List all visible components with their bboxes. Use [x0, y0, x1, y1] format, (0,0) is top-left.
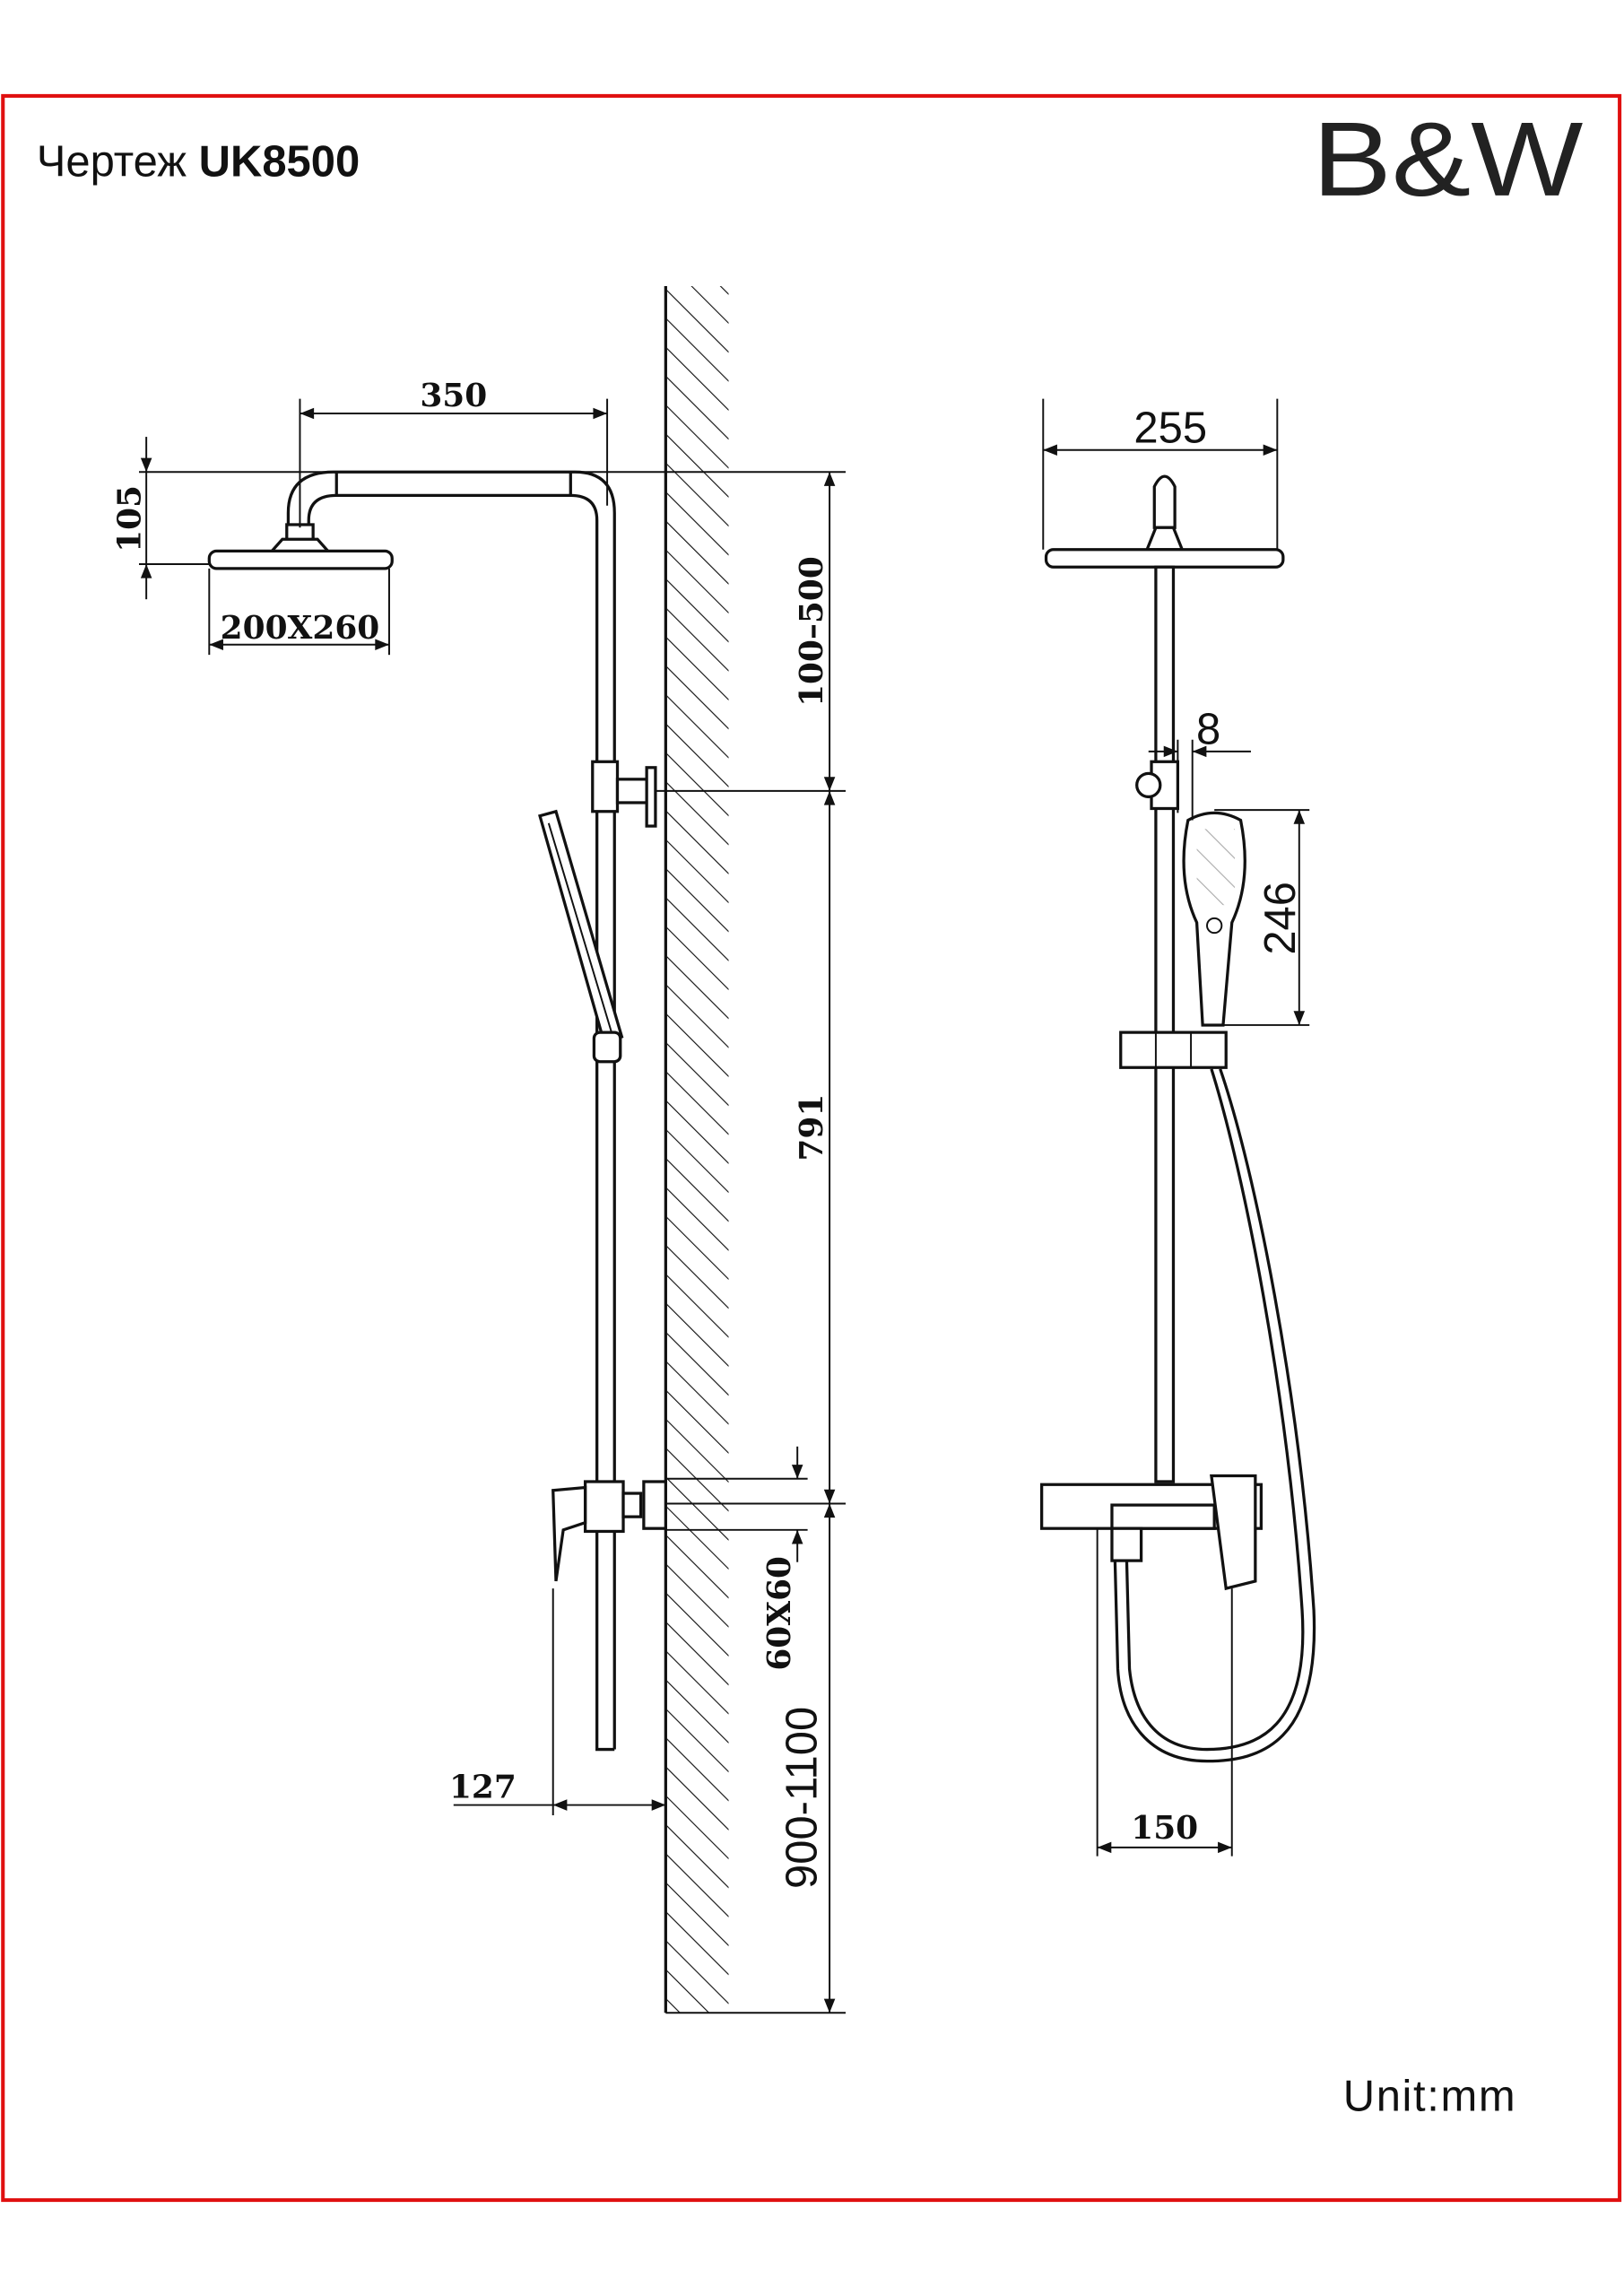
thermostatic-mixer — [551, 1480, 667, 1582]
front-hand-shower — [1182, 811, 1246, 1027]
svg-text:60X60: 60X60 — [760, 1556, 798, 1671]
dimension-arm-adjust: 100–500 — [793, 472, 836, 791]
title-model: UK8500 — [199, 138, 360, 187]
dimension-mixer-centers: 150 — [1096, 1528, 1233, 1857]
side-view: 350 105 200X260 100–500 791 60X60 — [111, 286, 847, 2014]
drawing-title: Чертеж UK8500 — [37, 138, 360, 187]
front-view: 255 8 246 150 — [1040, 398, 1316, 1857]
dimension-rail-height: 791 — [793, 790, 836, 1504]
hand-shower — [538, 809, 624, 1064]
brand-logo: B&W — [1312, 100, 1583, 218]
svg-text:200X260: 200X260 — [221, 609, 380, 647]
unit-label: Unit:mm — [1343, 2073, 1517, 2121]
svg-text:900-1100: 900-1100 — [777, 1707, 826, 1889]
dimension-head-height: 105 — [111, 437, 152, 600]
svg-text:246: 246 — [1256, 882, 1305, 955]
svg-text:350: 350 — [420, 377, 487, 414]
dimension-arm-length: 350 — [299, 377, 609, 528]
slide-holder — [1119, 1031, 1228, 1069]
svg-text:100–500: 100–500 — [793, 556, 830, 707]
shower-arm — [286, 470, 616, 1750]
drawing-border — [1, 93, 1622, 2203]
dimension-head-size: 200X260 — [208, 568, 390, 656]
dimension-mixer-size: 60X60 — [760, 1446, 803, 1671]
dimension-handshower-offset: 8 — [1148, 706, 1251, 821]
front-mixer — [1040, 1474, 1264, 1591]
svg-text:255: 255 — [1133, 404, 1207, 453]
wall-hatch — [665, 286, 729, 2013]
dimension-projection: 127 — [449, 1588, 666, 1815]
front-riser-pipe — [1154, 565, 1176, 1483]
front-rain-head — [1044, 548, 1285, 569]
front-arm — [1152, 474, 1177, 529]
diverter-valve — [591, 760, 620, 813]
svg-text:127: 127 — [449, 1768, 517, 1805]
dimension-head-width: 255 — [1042, 398, 1279, 550]
svg-text:150: 150 — [1131, 1809, 1198, 1847]
svg-text:791: 791 — [793, 1094, 830, 1161]
dimension-mount-height: 900-1100 — [777, 1503, 836, 2013]
svg-text:B&W: B&W — [1312, 100, 1583, 218]
shower-hose — [1125, 1068, 1305, 1752]
title-prefix: Чертеж — [37, 138, 187, 187]
svg-text:8: 8 — [1196, 706, 1220, 754]
svg-text:105: 105 — [111, 485, 149, 552]
dimension-handshower-length: 246 — [1214, 809, 1310, 1026]
